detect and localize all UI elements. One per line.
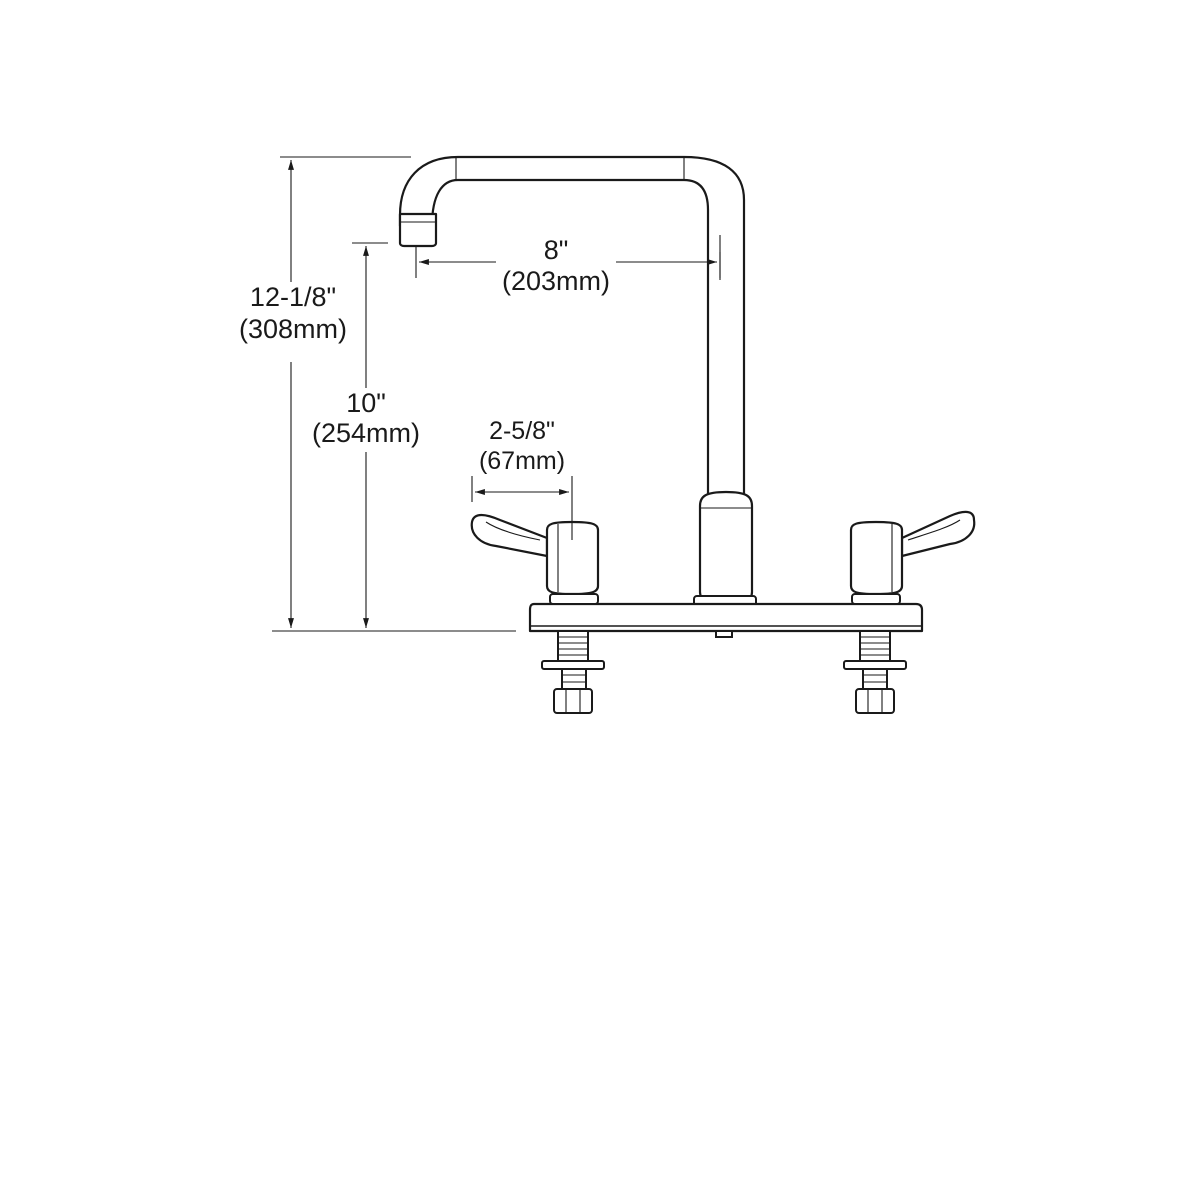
right-handle	[849, 510, 976, 605]
right-shank	[843, 630, 907, 714]
left-threaded-shank	[557, 630, 589, 662]
right-valve-body	[849, 520, 904, 596]
right-escutcheon	[851, 593, 901, 605]
spout-reach-imperial: 8"	[544, 235, 569, 265]
left-coupling-nut	[553, 688, 593, 714]
right-lever	[900, 510, 976, 558]
left-lever	[470, 513, 549, 558]
left-shank	[541, 630, 605, 714]
right-lever-crease	[907, 519, 961, 541]
faucet-illustration	[398, 155, 976, 714]
left-washer	[541, 660, 605, 670]
deck-plate	[528, 602, 924, 633]
left-lock-nut	[561, 668, 587, 690]
spout-height-imperial: 10"	[346, 388, 386, 418]
handle-reach-metric: (67mm)	[479, 447, 565, 475]
right-coupling-nut	[855, 688, 895, 714]
dimension-labels: 12-1/8" (308mm) 10" (254mm) 8" (203mm) 2…	[239, 235, 610, 475]
left-escutcheon	[549, 593, 599, 605]
aerator	[398, 212, 438, 248]
spout-reach-metric: (203mm)	[502, 266, 610, 296]
left-handle	[470, 513, 600, 605]
center-stud	[715, 630, 733, 638]
spout-height-metric: (254mm)	[312, 418, 420, 448]
handle-reach-imperial: 2-5/8"	[489, 417, 555, 445]
overall-height-imperial: 12-1/8"	[250, 282, 336, 312]
left-lever-crease	[485, 521, 541, 541]
spout-tube	[398, 155, 746, 496]
overall-height-metric: (308mm)	[239, 314, 347, 344]
dimension-lines	[272, 156, 721, 632]
right-washer	[843, 660, 907, 670]
right-lock-nut	[862, 668, 888, 690]
right-threaded-shank	[859, 630, 891, 662]
